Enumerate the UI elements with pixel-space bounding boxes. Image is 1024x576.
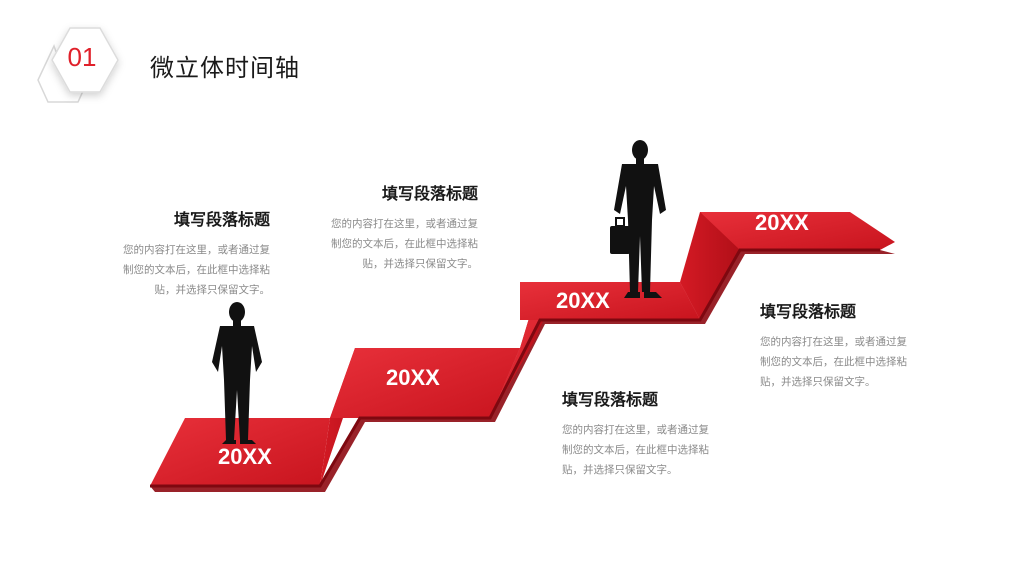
body-line: 贴，并选择只保留文字。 xyxy=(562,464,678,476)
block-title: 填写段落标题 xyxy=(381,184,478,203)
businessman-with-briefcase-icon xyxy=(610,140,666,298)
body-line: 制您的文本后，在此框中选择粘 xyxy=(331,238,478,250)
body-line: 贴，并选择只保留文字。 xyxy=(760,376,876,388)
step-year-2: 20XX xyxy=(386,365,440,390)
block-title: 填写段落标题 xyxy=(173,210,270,229)
text-block-1: 填写段落标题 您的内容打在这里，或者通过复 制您的文本后，在此框中选择粘 贴，并… xyxy=(100,206,270,300)
text-block-4: 填写段落标题 您的内容打在这里，或者通过复 制您的文本后，在此框中选择粘 贴，并… xyxy=(562,386,732,480)
body-line: 制您的文本后，在此框中选择粘 xyxy=(562,444,709,456)
body-line: 制您的文本后，在此框中选择粘 xyxy=(760,356,907,368)
hexagon-icon xyxy=(37,27,119,103)
page-title: 微立体时间轴 xyxy=(150,54,300,82)
block-body: 您的内容打在这里，或者通过复 制您的文本后，在此框中选择粘 贴，并选择只保留文字… xyxy=(760,332,930,392)
businessman-icon xyxy=(212,302,262,444)
block-title: 填写段落标题 xyxy=(760,302,857,321)
text-block-3: 填写段落标题 您的内容打在这里，或者通过复 制您的文本后，在此框中选择粘 贴，并… xyxy=(760,298,930,392)
body-line: 贴，并选择只保留文字。 xyxy=(154,284,271,296)
step-year-3: 20XX xyxy=(556,288,610,313)
step-year-4: 20XX xyxy=(755,210,809,235)
step-year-1: 20XX xyxy=(218,444,272,469)
block-body: 您的内容打在这里，或者通过复 制您的文本后，在此框中选择粘 贴，并选择只保留文字… xyxy=(562,420,732,480)
body-line: 您的内容打在这里，或者通过复 xyxy=(331,218,478,230)
block-title: 填写段落标题 xyxy=(562,390,659,409)
body-line: 您的内容打在这里，或者通过复 xyxy=(562,424,709,436)
block-body: 您的内容打在这里，或者通过复 制您的文本后，在此框中选择粘 贴，并选择只保留文字… xyxy=(100,240,270,300)
section-number: 01 xyxy=(67,42,97,72)
body-line: 贴，并选择只保留文字。 xyxy=(362,258,479,270)
text-block-2: 填写段落标题 您的内容打在这里，或者通过复 制您的文本后，在此框中选择粘 贴，并… xyxy=(308,180,478,274)
body-line: 您的内容打在这里，或者通过复 xyxy=(760,336,907,348)
body-line: 制您的文本后，在此框中选择粘 xyxy=(123,264,270,276)
block-body: 您的内容打在这里，或者通过复 制您的文本后，在此框中选择粘 贴，并选择只保留文字… xyxy=(308,214,478,274)
body-line: 您的内容打在这里，或者通过复 xyxy=(123,244,270,256)
